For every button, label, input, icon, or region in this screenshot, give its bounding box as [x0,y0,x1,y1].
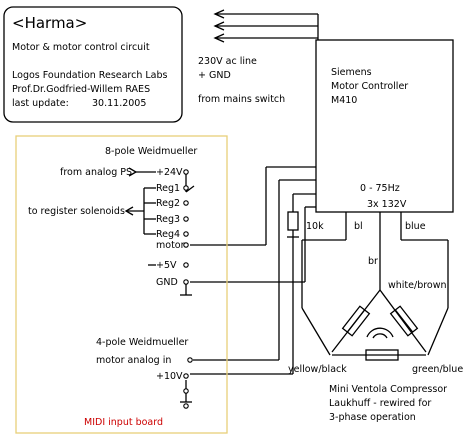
wire-green-blue-label: green/blue [412,364,463,375]
midi-board-label: MIDI input board [84,417,163,428]
wire-white-brown-label: white/brown [388,280,447,291]
wire-yellow-black-label: yellow/black [288,364,347,375]
controller-model: M410 [331,95,357,106]
midi-board-outline [15,135,228,434]
resistor-symbol [287,211,299,231]
analog-ps-label: from analog PS [60,167,132,178]
pin-plus10v: +10V [156,371,183,382]
controller-motor-wiring [301,212,449,356]
weidmueller-4-label: 4-pole Weidmueller [96,337,188,348]
gnd-label: + GND [198,70,231,81]
controller-name: Motor Controller [331,81,408,92]
update-date: 30.11.2005 [92,98,146,109]
pin-gnd: GND [156,277,178,288]
controller-brand: Siemens [331,67,372,78]
pin-motor: motor [156,240,185,251]
subtitle-text: Motor & motor control circuit [12,42,150,53]
mains-source-label: from mains switch [198,94,285,105]
resistor-value: 10k [306,221,324,232]
motor-analog-in-label: motor analog in [96,355,171,366]
mains-arrows [213,9,319,43]
controller-voltage: 3x 132V [367,199,407,210]
connector-4-pole [180,357,193,409]
pin-reg3: Reg3 [156,214,180,225]
pin-reg2: Reg2 [156,198,180,209]
title-text: <Harma> [12,14,87,32]
pin-plus5v: +5V [156,260,177,271]
pin-reg1: Reg1 [156,183,180,194]
controller-frequency: 0 - 75Hz [360,183,400,194]
motor-windings [331,289,427,361]
weidmueller-8-label: 8-pole Weidmueller [105,146,197,157]
controller-board-wiring [180,166,316,375]
mains-label: 230V ac line [198,56,257,67]
wire-bl-label: bl [354,221,363,232]
pin-reg4: Reg4 [156,229,180,240]
connector-8-pole [124,167,195,285]
wire-blue-label: blue [405,221,426,232]
compressor-caption-2: Laukhuff - rewired for [329,398,431,409]
title-box [3,6,183,123]
compressor-caption-1: Mini Ventola Compressor [329,384,447,395]
pin-plus24v: +24V [156,167,183,178]
solenoids-label: to register solenoids [28,206,125,217]
organization-text: Logos Foundation Research Labs [12,70,168,81]
author-text: Prof.Dr.Godfried-Willem RAES [12,84,150,95]
motor-controller-box [315,39,454,213]
wire-br-label: br [368,256,378,267]
update-label: last update: [12,98,69,109]
compressor-caption-3: 3-phase operation [329,412,416,423]
